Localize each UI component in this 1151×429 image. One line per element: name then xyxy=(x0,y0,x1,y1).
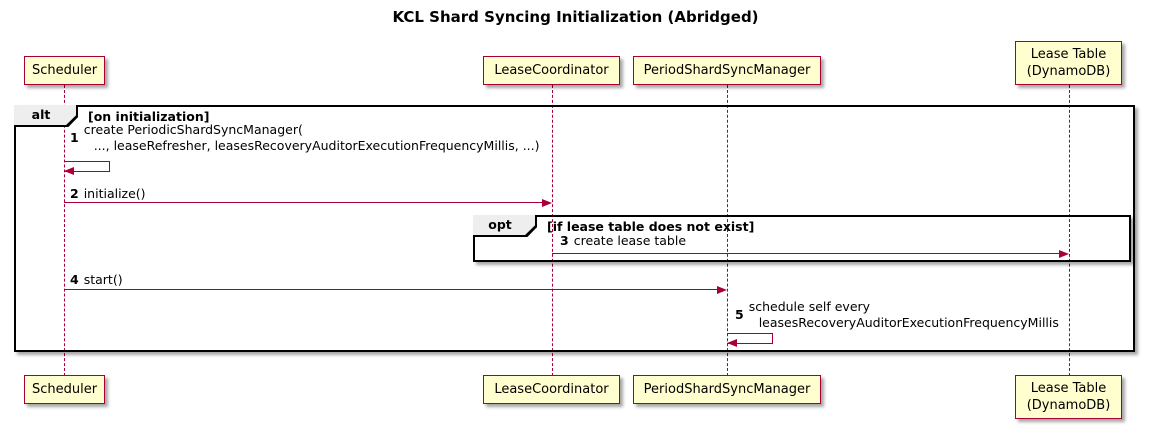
alt-frame-label-shape: alt xyxy=(14,105,78,127)
message-2-arrowhead xyxy=(542,198,552,207)
participant-label-line2: (DynamoDB) xyxy=(1026,398,1111,413)
participant-label: Lease Table xyxy=(1030,47,1107,62)
message-1-arrowhead xyxy=(64,167,74,175)
opt-frame-guard: [if lease table does not exist] xyxy=(547,219,755,234)
lifeline-leasetable xyxy=(1068,85,1070,376)
message-2-number: 2 xyxy=(70,186,79,201)
message-1-text: create PeriodicShardSyncManager( ..., le… xyxy=(83,122,540,153)
message-4-text: start() xyxy=(83,272,123,287)
message-3-line xyxy=(552,253,1060,254)
participant-periodshardsyncmanager-top: PeriodShardSyncManager xyxy=(633,56,821,85)
message-3-text: create lease table xyxy=(573,233,687,248)
message-4-line xyxy=(64,289,718,290)
alt-frame: alt [on initialization] xyxy=(14,105,1135,352)
opt-frame-label-shape: opt xyxy=(473,215,537,237)
participant-label: PeriodShardSyncManager xyxy=(643,382,811,397)
message-4-number: 4 xyxy=(70,272,79,287)
participant-leasetable-top: Lease Table (DynamoDB) xyxy=(1015,41,1122,85)
lifeline-leasecoordinator xyxy=(551,85,553,376)
opt-frame-keyword: opt xyxy=(473,215,535,235)
message-4-arrowhead xyxy=(717,285,727,294)
message-3-number: 3 xyxy=(560,233,569,248)
participant-scheduler-bottom: Scheduler xyxy=(24,375,105,404)
message-5-number: 5 xyxy=(735,307,744,322)
message-5-arrowhead xyxy=(727,339,737,347)
message-4: 4 start() xyxy=(70,272,123,288)
alt-frame-keyword: alt xyxy=(14,105,76,125)
message-5: 5 schedule self every leasesRecoveryAudi… xyxy=(735,299,1059,331)
participant-periodshardsyncmanager-bottom: PeriodShardSyncManager xyxy=(633,375,821,404)
message-1-self-arrow xyxy=(64,161,110,172)
participant-label: PeriodShardSyncManager xyxy=(643,63,811,78)
message-3-arrowhead xyxy=(1059,249,1069,258)
lifeline-scheduler xyxy=(63,85,65,376)
participant-label: Lease Table xyxy=(1030,381,1107,396)
participant-leasetable-bottom: Lease Table (DynamoDB) xyxy=(1015,375,1122,419)
message-3: 3 create lease table xyxy=(560,233,686,249)
participant-leasecoordinator-top: LeaseCoordinator xyxy=(483,56,620,85)
participant-label-line2: (DynamoDB) xyxy=(1026,64,1111,79)
message-5-self-arrow xyxy=(727,333,773,344)
participant-scheduler-top: Scheduler xyxy=(24,56,105,85)
message-1-number: 1 xyxy=(70,130,79,145)
message-1: 1 create PeriodicShardSyncManager( ..., … xyxy=(70,122,540,154)
participant-label: LeaseCoordinator xyxy=(494,382,609,397)
opt-frame: opt [if lease table does not exist] xyxy=(473,215,1131,262)
message-2: 2 initialize() xyxy=(70,186,146,202)
participant-label: Scheduler xyxy=(31,382,98,397)
participant-label: LeaseCoordinator xyxy=(494,63,609,78)
participant-label: Scheduler xyxy=(31,63,98,78)
diagram-title: KCL Shard Syncing Initialization (Abridg… xyxy=(392,8,759,26)
lifeline-periodshardsyncmanager xyxy=(726,85,728,376)
message-5-text: schedule self every leasesRecoveryAudito… xyxy=(748,299,1059,330)
message-2-text: initialize() xyxy=(83,186,146,201)
alt-frame-guard: [on initialization] xyxy=(88,109,210,124)
participant-leasecoordinator-bottom: LeaseCoordinator xyxy=(483,375,620,404)
message-2-line xyxy=(64,202,543,203)
